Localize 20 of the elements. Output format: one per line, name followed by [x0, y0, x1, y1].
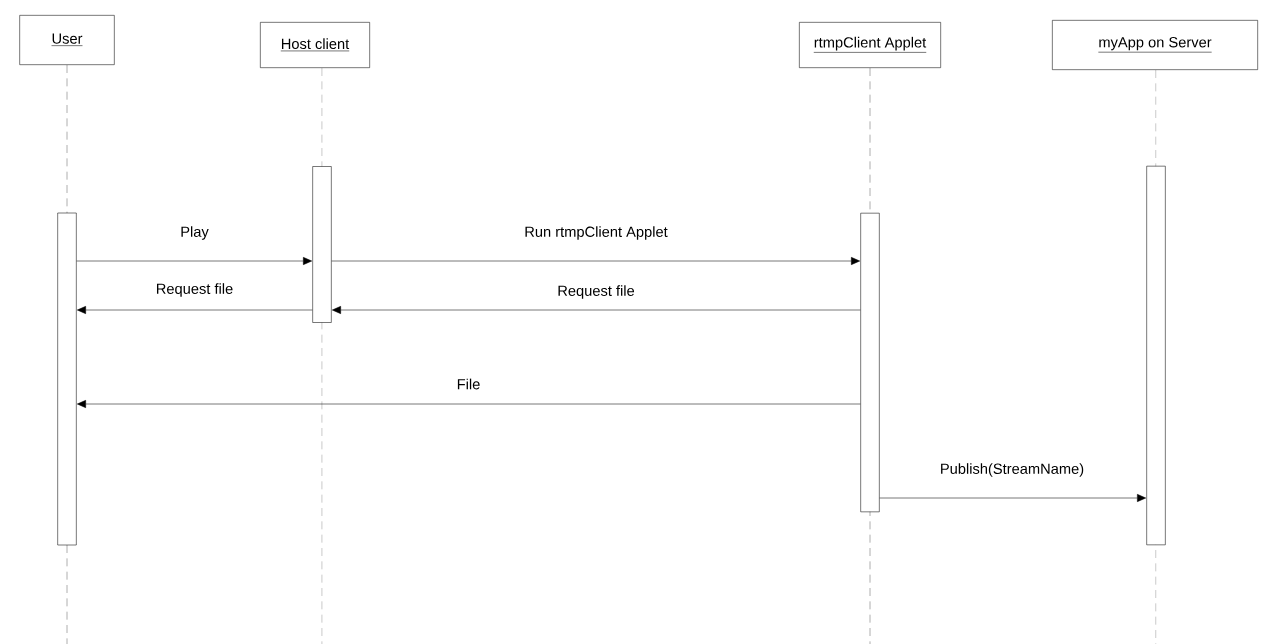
message-label: File — [457, 378, 480, 390]
lifeline-header: User — [19, 15, 115, 65]
lifeline-header: rtmpClient Applet — [799, 22, 941, 68]
lifeline-header: Host client — [260, 22, 370, 68]
activation-bar — [1146, 165, 1166, 546]
message-arrow — [76, 257, 312, 265]
activation-bar — [860, 212, 880, 513]
message-arrow — [331, 257, 860, 265]
message-arrow — [332, 306, 861, 314]
message-arrow — [77, 400, 861, 408]
message-label: Publish(StreamName) — [941, 463, 1084, 477]
message-label: Request file — [157, 283, 233, 297]
message-arrow — [879, 494, 1146, 502]
message-label: Run rtmpClient Applet — [525, 226, 668, 240]
activation-bar — [312, 166, 332, 323]
lifeline-header: myApp on Server — [1052, 20, 1258, 70]
message-arrow — [77, 306, 313, 314]
activation-bar — [57, 212, 77, 546]
message-label: Play — [181, 226, 209, 240]
message-label: Request file — [558, 285, 635, 299]
